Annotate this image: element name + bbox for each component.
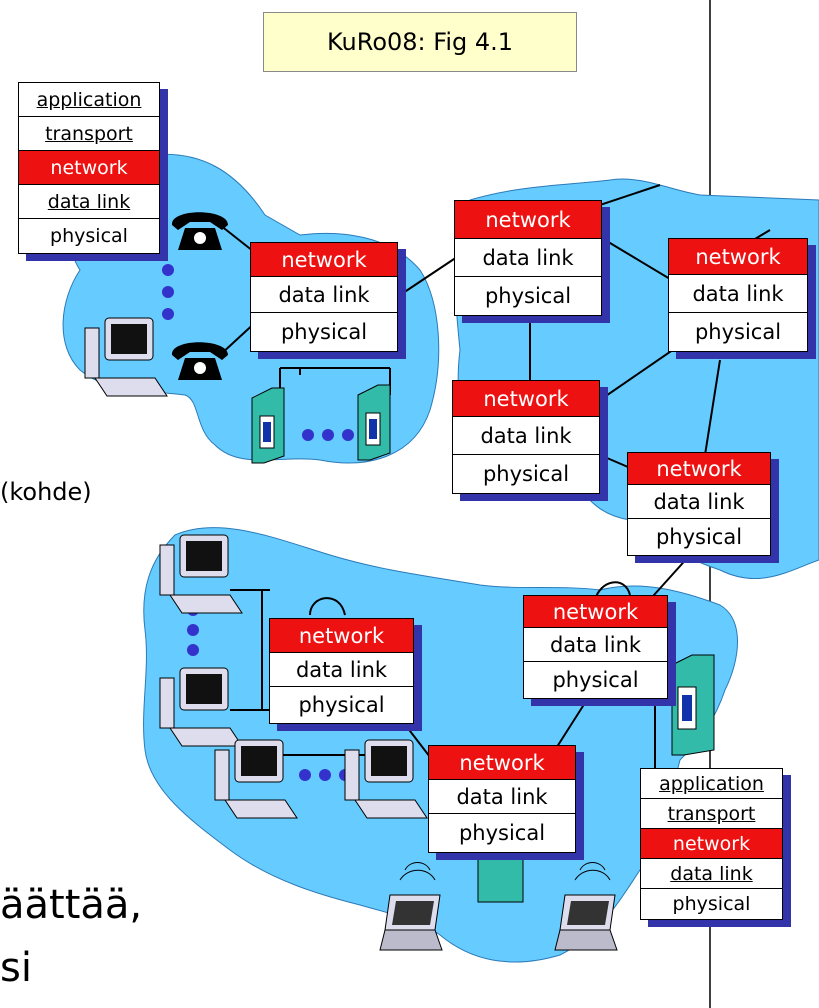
server-icon <box>251 387 285 464</box>
router-stack: network data link physical <box>452 380 608 501</box>
base-station-icon <box>477 856 524 903</box>
data-link-layer: data link <box>429 780 575 814</box>
transport-layer: transport <box>19 117 159 151</box>
desktop-computer-icon <box>214 739 298 819</box>
data-link-layer: data link <box>19 185 159 219</box>
desktop-computer-icon <box>159 534 243 614</box>
physical-layer: physical <box>298 693 385 717</box>
side-text-aattaa: äättää, <box>0 882 143 928</box>
network-layer: network <box>19 151 159 185</box>
physical-layer: physical <box>482 462 570 486</box>
desktop-computer-icon <box>159 667 243 747</box>
application-layer: application <box>19 83 159 117</box>
destination-host-stack: application transport network data link … <box>640 768 791 927</box>
server-icon <box>357 384 391 461</box>
data-link-layer: data link <box>669 275 807 313</box>
network-layer: network <box>524 596 667 628</box>
network-layer: network <box>251 243 397 277</box>
network-layer: network <box>669 239 807 275</box>
telephone-icon <box>171 212 228 250</box>
laptop-icon <box>379 862 443 951</box>
network-layer: network <box>429 746 575 780</box>
physical-layer: physical <box>458 821 546 845</box>
application-layer: application <box>641 769 782 799</box>
physical-layer: physical <box>50 225 128 247</box>
side-text-si: si <box>0 945 32 991</box>
router-stack: network data link physical <box>269 618 422 731</box>
telephone-icon <box>171 342 228 380</box>
server-icon <box>671 654 715 756</box>
network-layer: network <box>453 381 599 417</box>
router-stack: network data link physical <box>627 452 779 563</box>
router-stack: network data link physical <box>668 238 816 359</box>
physical-layer: physical <box>484 284 572 308</box>
physical-layer: physical <box>552 668 639 692</box>
physical-layer: physical <box>655 525 743 549</box>
router-stack: network data link physical <box>523 595 676 706</box>
desktop-computer-icon <box>344 739 428 819</box>
data-link-layer: data link <box>641 859 782 889</box>
data-link-layer: data link <box>455 239 601 277</box>
data-link-layer: data link <box>524 628 667 662</box>
router-stack: network data link physical <box>250 242 406 359</box>
network-layer: network <box>270 619 413 653</box>
source-host-stack: application transport network data link … <box>18 82 168 261</box>
desktop-computer-icon <box>84 317 168 397</box>
router-stack: network data link physical <box>428 745 584 860</box>
figure-caption: KuRo08: Fig 4.1 <box>263 12 577 72</box>
data-link-layer: data link <box>251 277 397 313</box>
physical-layer: physical <box>280 320 368 344</box>
side-text-kohde: (kohde) <box>0 478 92 506</box>
router-stack: network data link physical <box>454 200 610 323</box>
network-layer: network <box>455 201 601 239</box>
network-layer: network <box>641 829 782 859</box>
transport-layer: transport <box>641 799 782 829</box>
data-link-layer: data link <box>628 485 770 519</box>
physical-layer: physical <box>694 320 782 344</box>
data-link-layer: data link <box>453 417 599 455</box>
data-link-layer: data link <box>270 653 413 687</box>
physical-layer: physical <box>672 893 751 915</box>
laptop-icon <box>554 862 618 951</box>
network-layer: network <box>628 453 770 485</box>
